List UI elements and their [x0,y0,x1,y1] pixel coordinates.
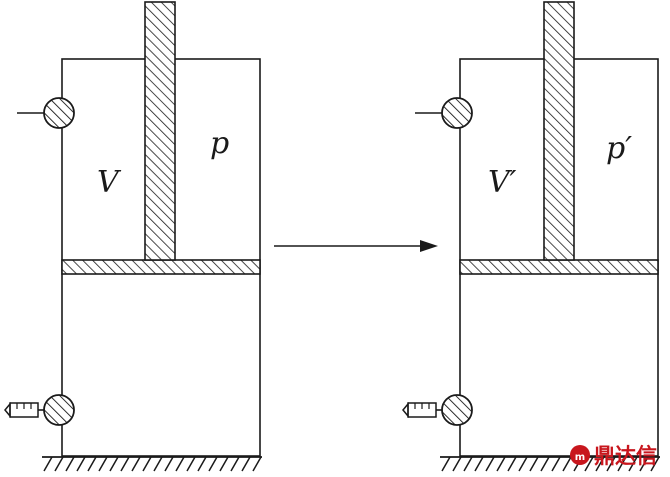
ground-hatch-tick [120,456,130,472]
ground-hatch-tick [606,456,616,472]
ground-hatch-tick [76,456,86,472]
right-apparatus: V′ p′ [402,1,660,472]
ground-hatch-tick [518,456,528,472]
ground-hatch-tick [197,456,207,472]
ground-hatch-tick [175,456,185,472]
right-pressure-label: p′ [606,131,632,166]
ground-hatch-tick [441,456,451,472]
ground-hatch-tick [43,456,53,472]
ground-hatching [441,456,660,472]
ground-hatch-tick [452,456,462,472]
left-pressure-label: p [210,126,229,161]
ground-hatch-tick [241,456,251,472]
left-volume-label: V [97,165,122,200]
ground-hatch-tick [109,456,119,472]
valve-icon [441,394,473,426]
watermark-logo-icon [570,445,590,465]
ground-hatch-tick [153,456,163,472]
ground-hatch-tick [617,456,627,472]
ground-hatching [43,456,262,472]
left-piston-plate [61,259,261,275]
valve-icon [441,97,473,129]
ground-hatch-tick [208,456,218,472]
ground-hatch-tick [496,456,506,472]
ground-hatch-tick [230,456,240,472]
ground-hatch-tick [87,456,97,472]
ground-hatch-tick [562,456,572,472]
ground-hatch-tick [142,456,152,472]
watermark: m 鼎达信 [570,444,657,468]
right-piston-plate [459,259,659,275]
valve-icon [43,394,75,426]
ground-hatch-tick [474,456,484,472]
valve-icon [43,97,75,129]
ground-hatch-tick [65,456,75,472]
ground-hatch-tick [639,456,649,472]
right-volume-label: V′ [488,165,517,200]
ground-hatch-tick [584,456,594,472]
ground-hatch-tick [131,456,141,472]
left-piston-rod [144,1,176,261]
ground-hatch-tick [252,456,262,472]
left-apparatus: V p [4,1,262,472]
arrow-right-icon [274,240,438,252]
right-piston-rod [543,1,575,261]
ground-hatch-tick [54,456,64,472]
syringe-icon [402,401,442,419]
ground-hatch-tick [529,456,539,472]
ground-hatch-tick [219,456,229,472]
ground-hatch-tick [463,456,473,472]
ground-hatch-tick [540,456,550,472]
ground-hatch-tick [164,456,174,472]
ground-hatch-tick [507,456,517,472]
watermark-logo-glyph: m [575,452,585,463]
syringe-icon [4,401,44,419]
ground-hatch-tick [186,456,196,472]
ground-hatch-tick [628,456,638,472]
ground-hatch-tick [485,456,495,472]
watermark-text: 鼎达信 [594,444,657,468]
ground-hatch-tick [551,456,561,472]
ground-hatch-tick [595,456,605,472]
ground-hatch-tick [650,456,660,472]
ground-hatch-tick [98,456,108,472]
